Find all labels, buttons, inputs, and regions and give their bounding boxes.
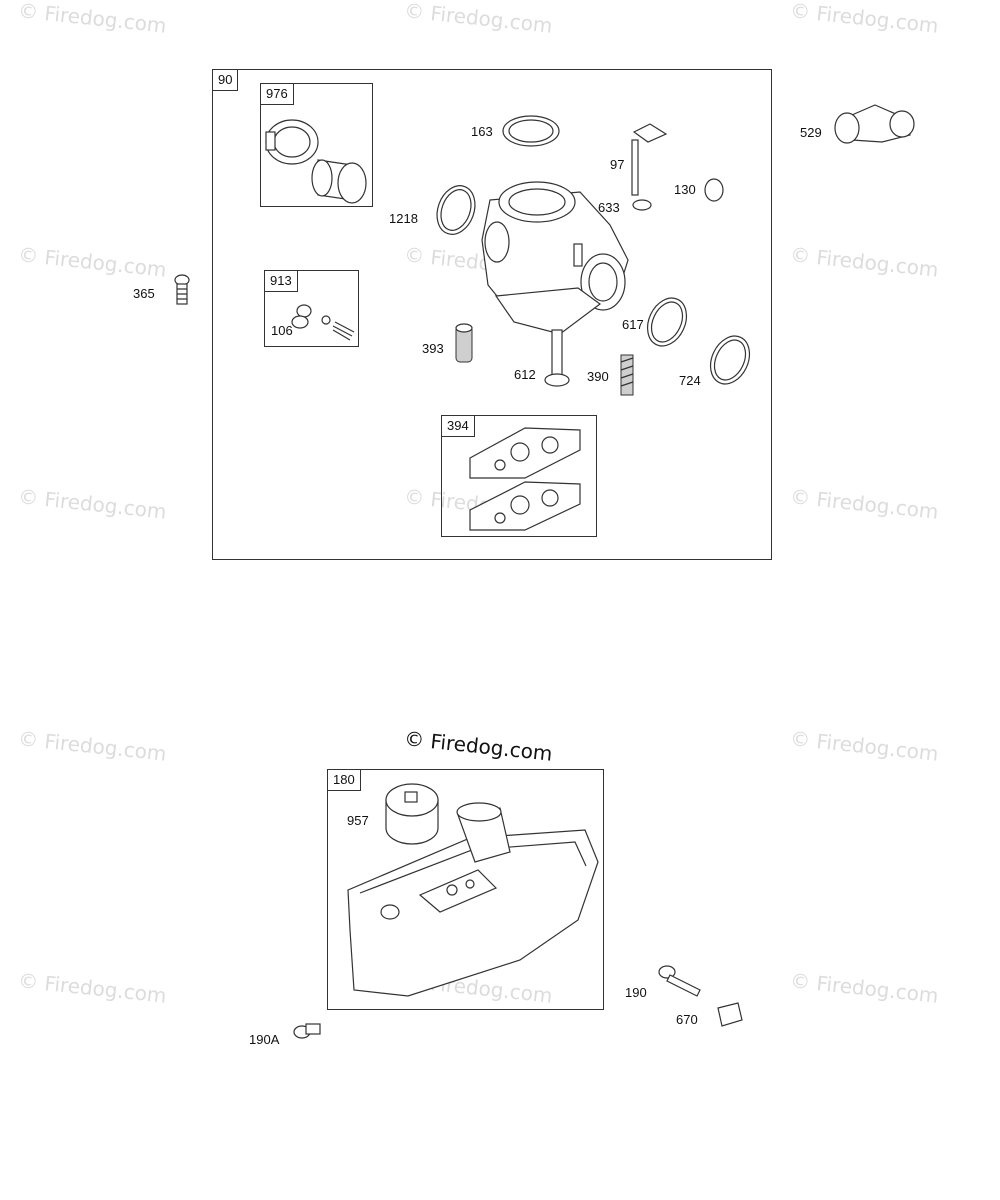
part-976-drawing: [265, 119, 367, 204]
part-393-drawing: [455, 323, 473, 363]
part-190-drawing: [658, 965, 701, 997]
part-612-drawing: [544, 329, 570, 387]
part-label-670[interactable]: 670: [676, 1012, 698, 1027]
part-label-393[interactable]: 393: [422, 341, 444, 356]
part-390-drawing: [620, 354, 634, 396]
kit-tag-913[interactable]: 913: [264, 270, 298, 292]
kit-tag-976[interactable]: 976: [260, 83, 294, 105]
assembly-frame-180: 180: [327, 769, 604, 1010]
part-97-drawing: [631, 123, 668, 196]
part-label-130[interactable]: 130: [674, 182, 696, 197]
kit-frame-394: 394: [441, 415, 597, 537]
part-633-drawing: [632, 199, 652, 211]
part-label-617[interactable]: 617: [622, 317, 644, 332]
assembly-frame-90: 90: [212, 69, 772, 560]
part-label-190A[interactable]: 190A: [249, 1032, 280, 1047]
part-529-drawing: [834, 104, 915, 144]
part-670-drawing: [717, 1002, 743, 1027]
kit-tag-394[interactable]: 394: [441, 415, 475, 437]
part-label-1218[interactable]: 1218: [389, 211, 418, 226]
part-label-106[interactable]: 106: [271, 323, 293, 338]
part-label-724[interactable]: 724: [679, 373, 701, 388]
part-724-drawing: [709, 335, 751, 385]
assembly-tag-180[interactable]: 180: [327, 769, 361, 791]
part-130-drawing: [704, 178, 724, 202]
part-label-529[interactable]: 529: [800, 125, 822, 140]
part-365-drawing: [174, 274, 190, 305]
part-label-163[interactable]: 163: [471, 124, 493, 139]
part-957-drawing: [385, 783, 439, 845]
part-label-190[interactable]: 190: [625, 985, 647, 1000]
part-label-365[interactable]: 365: [133, 286, 155, 301]
assembly-tag-90[interactable]: 90: [212, 69, 239, 91]
part-label-612[interactable]: 612: [514, 367, 536, 382]
part-394-drawing: [469, 427, 581, 531]
part-1218-drawing: [436, 185, 476, 235]
part-190A-drawing: [293, 1023, 321, 1039]
part-106-drawing: [291, 304, 355, 341]
part-label-957[interactable]: 957: [347, 813, 369, 828]
part-163-drawing: [502, 115, 560, 147]
part-label-633[interactable]: 633: [598, 200, 620, 215]
kit-frame-976: 976: [260, 83, 373, 207]
kit-frame-913: 913: [264, 270, 359, 347]
part-617-drawing: [646, 297, 688, 347]
part-label-390[interactable]: 390: [587, 369, 609, 384]
part-180-drawing: [347, 802, 599, 997]
part-label-97[interactable]: 97: [610, 157, 625, 172]
carburetor-body-drawing: [481, 181, 629, 335]
